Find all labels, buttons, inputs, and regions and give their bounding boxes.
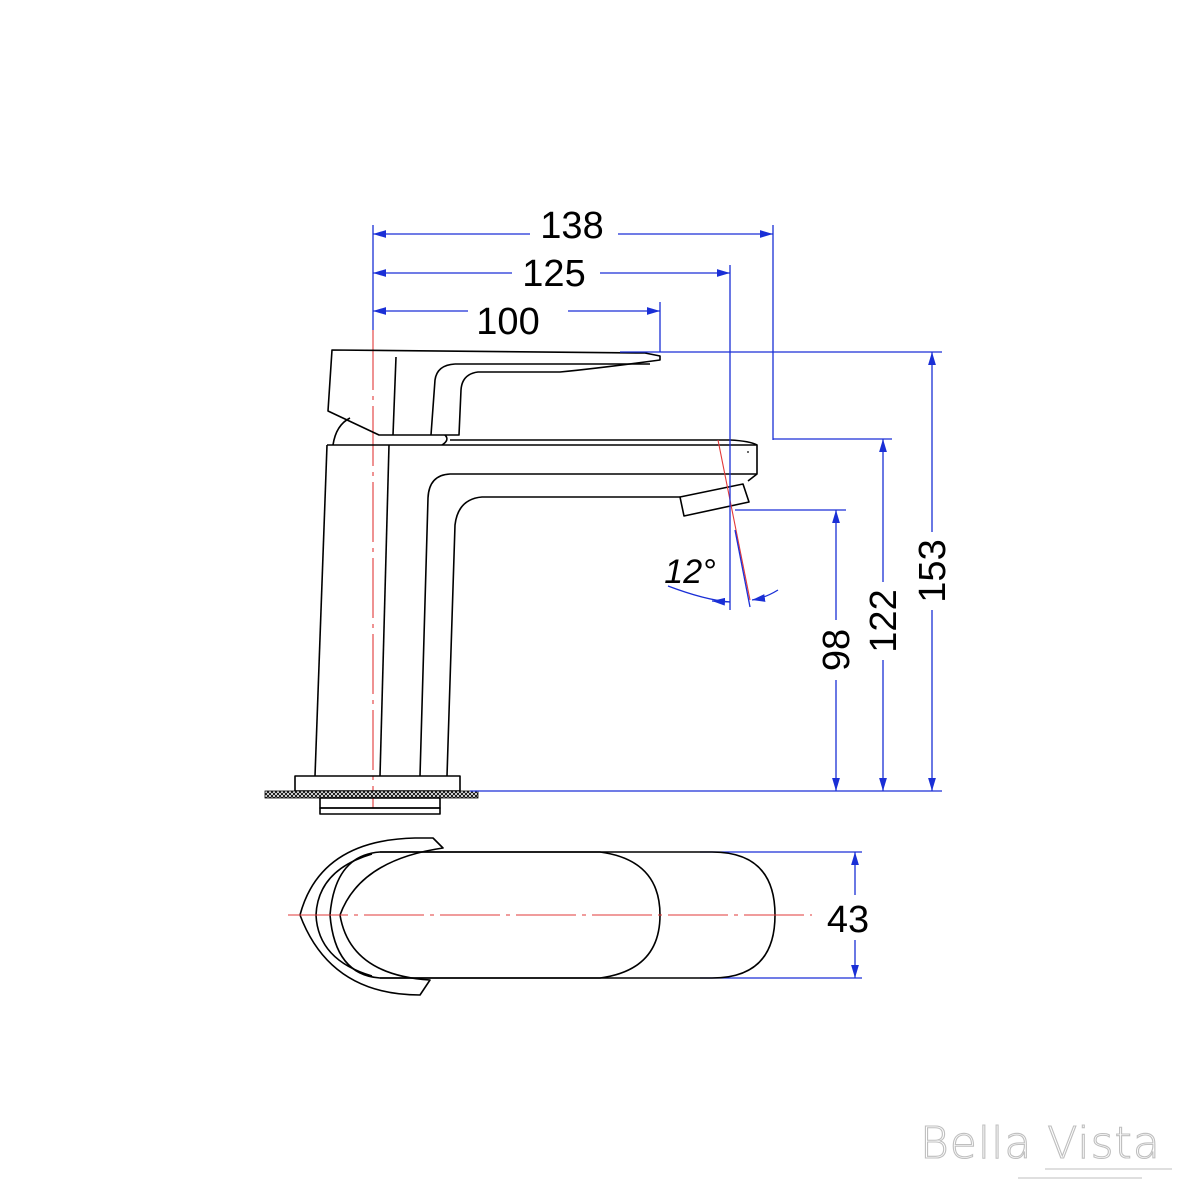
logo-wordmark: Bella Vista (920, 1118, 1161, 1169)
dim-label-125: 125 (522, 253, 585, 295)
dim-label-138: 138 (540, 205, 603, 247)
bella-vista-logo: Bella Vista (919, 1117, 1172, 1179)
dim-label-100: 100 (476, 301, 539, 343)
spout-axis-line (717, 439, 751, 601)
handle-lever (327, 349, 661, 446)
dim-label-98: 98 (816, 629, 858, 671)
dim-label-153: 153 (912, 539, 954, 602)
angle-label-12: 12° (664, 553, 715, 591)
side-elevation (264, 330, 758, 815)
plan-view (288, 837, 812, 996)
dimensions (372, 225, 942, 979)
base (264, 775, 479, 815)
aerator (679, 483, 750, 517)
faucet-body (314, 439, 758, 777)
dim-label-122: 122 (863, 589, 905, 652)
dim-label-43: 43 (827, 899, 869, 941)
